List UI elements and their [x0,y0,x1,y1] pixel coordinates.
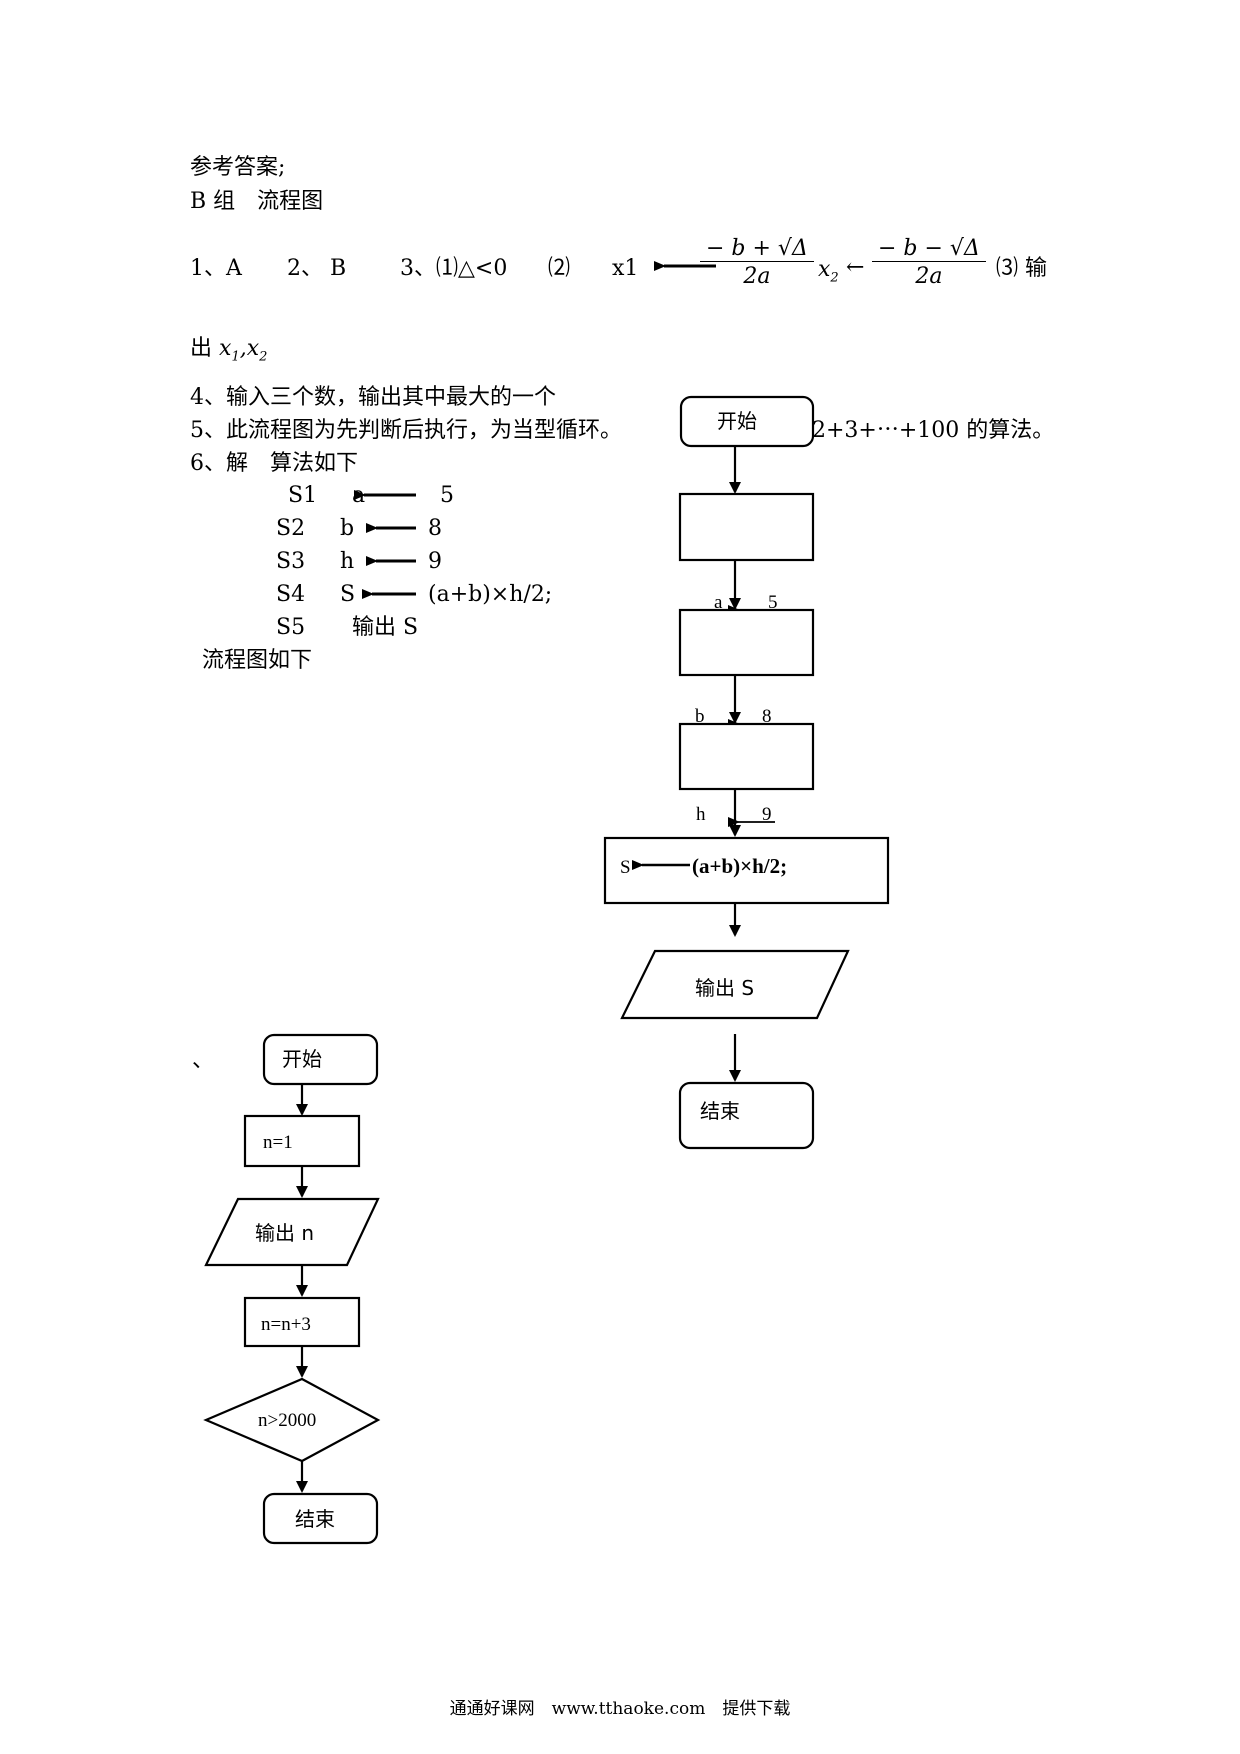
step-label-s4: S4 [276,582,306,607]
flow-right-assign-a-val: 5 [768,592,778,613]
answer-2: 2、 B [287,256,347,281]
answer-3-part1: 3、⑴△<0 [400,256,508,281]
step-label-s5: S5 [276,615,306,640]
flow-right-assign-h-var: h [696,804,706,825]
flow-right-box-2 [678,608,815,677]
root-formula-1-numerator: − b + √Δ [700,236,814,262]
root-formula-1: − b + √Δ 2a [700,236,814,289]
flow-right-assign-a-var: a [714,592,723,613]
answer-3-continuation: 出 x1,x2 [190,336,268,365]
flow-left-step [243,1296,361,1348]
flow-right-compute-expr: (a+b)×h/2; [692,854,787,878]
flow-right-output [620,949,850,1020]
flow-right-compute-var: S [620,857,631,878]
flow-left-end [262,1492,379,1545]
answer-3-var-x2: x2 [818,257,839,286]
step-var-s2: b [340,516,355,541]
root-formula-1-denominator: 2a [743,264,771,289]
step-label-s3: S3 [276,549,306,574]
flow-right-end [678,1081,815,1150]
flow-left-step-label: n=n+3 [261,1314,311,1335]
step-label-s2: S2 [276,516,306,541]
step-var-s1: a [352,483,366,508]
step-value-s4: (a+b)×h/2; [428,582,553,607]
answer-5: 5、此流程图为先判断后执行，为当型循环。 [190,418,622,443]
flow-left-init-label: n=1 [263,1132,293,1153]
flow-left-start-label: 开始 [282,1047,322,1071]
left-flow-mark: 、 [192,1048,215,1073]
flow-right-start-label: 开始 [717,409,757,433]
flow-right-box-3 [678,722,815,791]
answer-3-var-x1: x1 [612,256,639,281]
step-value-s3: 9 [428,549,442,574]
flow-right-output-label: 输出 S [695,976,754,1000]
answer-3-part3: ⑶ 输 [996,256,1047,281]
flow-right-box-1 [678,492,815,562]
step-value-s1: 5 [440,483,454,508]
step-label-s1: S1 [288,483,318,508]
flow-left-start [262,1033,379,1086]
step-var-s4: S [340,582,356,607]
flow-left-end-label: 结束 [295,1507,335,1531]
answer-3-part2-label: ⑵ [548,256,571,281]
flowchart-caption: 流程图如下 [202,648,313,673]
flow-right-assign-h-val: 9 [762,804,772,825]
step-var-s3: h [340,549,355,574]
flow-left-init [243,1114,361,1168]
flow-right-start [679,395,815,448]
assign-arrow-x2: ← [846,255,865,280]
flow-left-output-label: 输出 n [255,1221,314,1245]
root-formula-2: − b − √Δ 2a [872,236,986,289]
root-formula-2-denominator: 2a [915,264,943,289]
page-footer: 通通好课网 www.tthaoke.com 提供下载 [449,1699,791,1719]
flow-right-end-label: 结束 [700,1099,740,1123]
step-value-s2: 8 [428,516,442,541]
answer-4: 4、输入三个数，输出其中最大的一个 [190,385,556,410]
answer-1: 1、A [190,256,242,281]
flow-left-output [204,1197,380,1267]
answer-heading: 参考答案; [190,155,286,180]
flow-right-assign-b-var: b [695,706,705,727]
flow-left-condition-label: n>2000 [258,1410,316,1431]
answer-5-tail: 2+3+⋯+100 的算法。 [812,418,1055,443]
flow-right-compute-box [603,836,890,905]
section-title: B 组 流程图 [190,189,324,214]
step-text-s5: 输出 S [352,615,419,640]
answer-6: 6、解 算法如下 [190,451,358,476]
flow-right-assign-b-val: 8 [762,706,772,727]
root-formula-2-numerator: − b − √Δ [872,236,986,262]
